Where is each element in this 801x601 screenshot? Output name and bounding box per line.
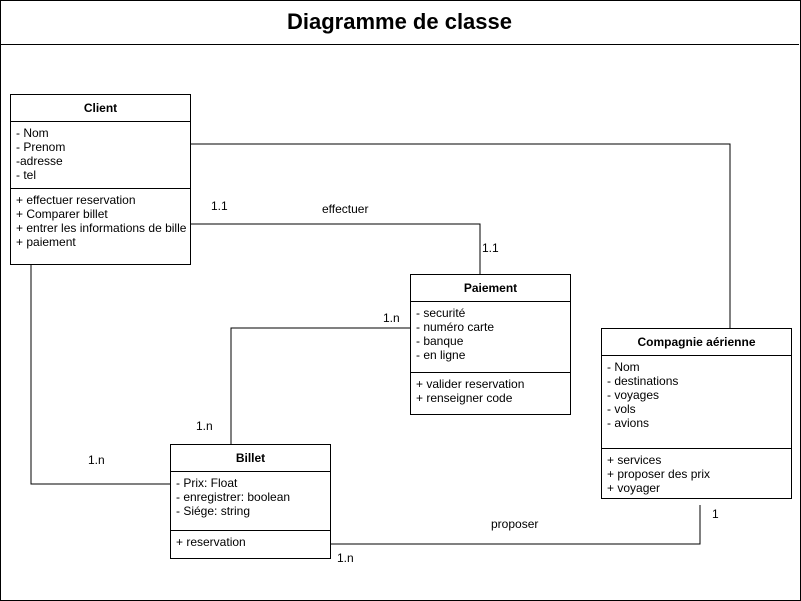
association-label-effectuer: effectuer [322, 202, 369, 216]
class-billet[interactable]: Billet - Prix: Float - enregistrer: bool… [170, 444, 331, 559]
class-compagnie-operations: + services + proposer des prix + voyager [602, 449, 791, 497]
operation: + entrer les informations de bille [16, 221, 187, 235]
attribute: - en ligne [416, 348, 466, 362]
diagram-title: Diagramme de classe [286, 9, 513, 34]
multiplicity-paiement-billet-billet: 1.n [196, 419, 213, 433]
class-paiement-name: Paiement [411, 275, 570, 302]
attribute: - Nom [16, 126, 49, 140]
class-compagnie-attributes: - Nom - destinations - voyages - vols - … [602, 356, 791, 449]
class-paiement-operations: + valider reservation + renseigner code [411, 373, 570, 407]
attribute: - numéro carte [416, 320, 495, 334]
association-proposer [330, 505, 701, 545]
association-client-compagnie [190, 143, 731, 328]
class-paiement[interactable]: Paiement - securité - numéro carte - ban… [410, 274, 571, 415]
attribute: - vols [607, 402, 636, 416]
attribute: - enregistrer: boolean [176, 490, 291, 504]
class-billet-attributes: - Prix: Float - enregistrer: boolean - S… [171, 472, 330, 531]
multiplicity-paiement-billet-paiement: 1.n [383, 311, 400, 325]
multiplicity-effectuer-paiement: 1.1 [482, 241, 499, 255]
class-client-operations: + effectuer reservation + Comparer bille… [11, 189, 190, 251]
operation: + effectuer reservation [16, 193, 136, 207]
attribute: - avions [607, 416, 650, 430]
multiplicity-effectuer-client: 1.1 [211, 199, 228, 213]
operation: + proposer des prix [607, 467, 711, 481]
attribute: - Prenom [16, 140, 66, 154]
association-paiement-billet [230, 327, 410, 445]
attribute: - voyages [607, 388, 660, 402]
attribute: - banque [416, 334, 464, 348]
operation: + services [607, 453, 662, 467]
attribute: - tel [16, 168, 37, 182]
operation: + paiement [16, 235, 76, 249]
class-paiement-attributes: - securité - numéro carte - banque - en … [411, 302, 570, 373]
operation: + reservation [176, 535, 246, 549]
class-billet-operations: + reservation [171, 531, 330, 551]
class-client-attributes: - Nom - Prenom -adresse - tel [11, 122, 190, 189]
multiplicity-client-billet: 1.n [88, 453, 105, 467]
title-bar: Diagramme de classe [0, 0, 799, 45]
attribute: - Prix: Float [176, 476, 238, 490]
multiplicity-proposer-compagnie: 1 [712, 507, 719, 521]
association-client-billet [30, 264, 170, 485]
attribute: - Nom [607, 360, 640, 374]
class-compagnie-name: Compagnie aérienne [602, 329, 791, 356]
attribute: -adresse [16, 154, 63, 168]
operation: + renseigner code [416, 391, 513, 405]
operation: + valider reservation [416, 377, 525, 391]
class-client[interactable]: Client - Nom - Prenom -adresse - tel + e… [10, 94, 191, 265]
multiplicity-proposer-billet: 1.n [337, 551, 354, 565]
operation: + Comparer billet [16, 207, 108, 221]
attribute: - destinations [607, 374, 679, 388]
attribute: - Siége: string [176, 504, 251, 518]
operation: + voyager [607, 481, 661, 495]
class-compagnie-aerienne[interactable]: Compagnie aérienne - Nom - destinations … [601, 328, 792, 499]
class-client-name: Client [11, 95, 190, 122]
attribute: - securité [416, 306, 466, 320]
association-effectuer [190, 223, 481, 274]
association-label-proposer: proposer [491, 517, 539, 531]
class-billet-name: Billet [171, 445, 330, 472]
